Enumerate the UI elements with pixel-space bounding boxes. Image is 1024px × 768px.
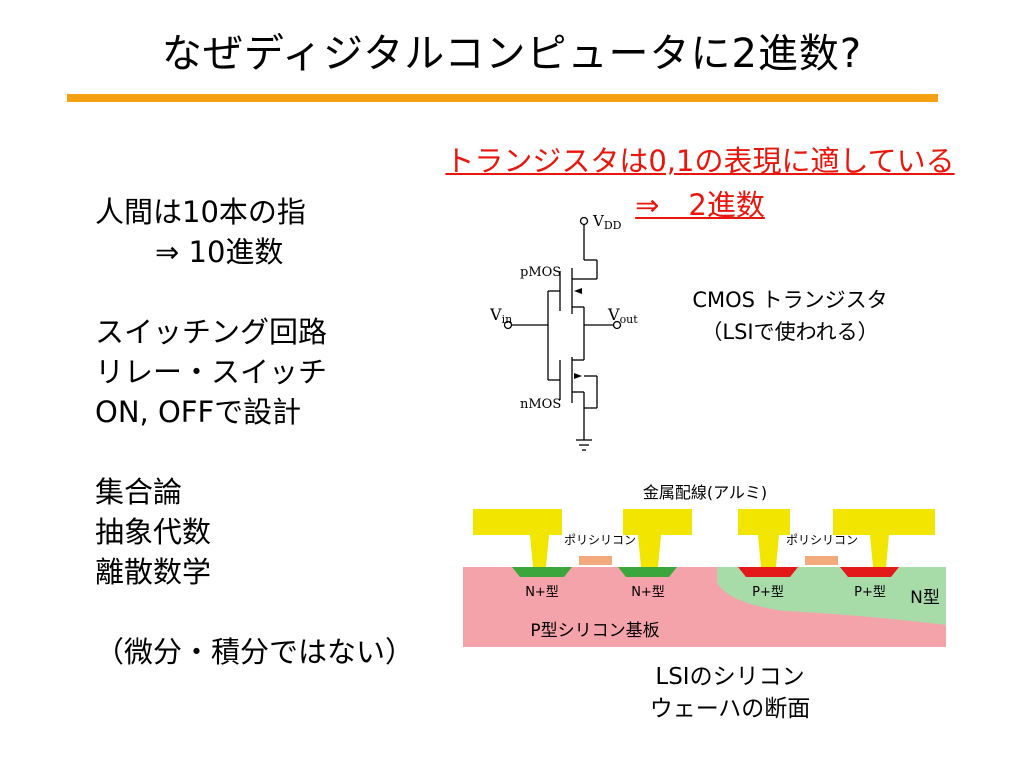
left-line-abstract-algebra: 抽象代数 — [95, 515, 212, 549]
cmos-label-line2: （LSIで使われる） — [701, 320, 879, 344]
metal-wiring-label: 金属配線(アルミ) — [643, 483, 767, 502]
spacer — [95, 592, 414, 632]
vin-subscript: in — [502, 313, 513, 326]
left-line-decimal: ⇒ 10進数 — [155, 235, 284, 269]
vdd-subscript: DD — [604, 219, 622, 232]
metal-contact-3 — [738, 509, 790, 567]
vout-subscript: out — [620, 313, 639, 326]
vin-label: V — [490, 305, 502, 324]
metal-contact-2 — [623, 509, 692, 567]
title-underline — [67, 94, 938, 102]
caption-line2: ウェーハの断面 — [649, 696, 811, 722]
cmos-inverter-diagram: VDD pMOS nMOS Vin Vout — [490, 212, 638, 451]
spacer — [95, 272, 414, 312]
nmos-label: nMOS — [520, 397, 561, 412]
n-plus-label-1: N+型 — [525, 585, 559, 600]
p-plus-region-1 — [738, 567, 798, 577]
n-plus-region-2 — [618, 567, 677, 577]
left-line-not-calculus: （微分・積分ではない） — [95, 635, 415, 669]
page-title: なぜディジタルコンピュータに2進数? — [161, 31, 863, 77]
red-statement-line2: ⇒ 2進数 — [635, 188, 765, 222]
left-line-fingers: 人間は10本の指 — [95, 195, 306, 229]
n-plus-region-1 — [512, 567, 572, 577]
metal-contact-1 — [473, 509, 562, 567]
left-line-relay-switch: リレー・スイッチ — [95, 355, 328, 389]
poly-label-left: ポリシリコン — [564, 533, 636, 547]
left-line-set-theory: 集合論 — [95, 475, 183, 509]
pmos-label: pMOS — [520, 265, 561, 280]
p-plus-label-2: P+型 — [854, 585, 886, 600]
caption-line1: LSIのシリコン — [655, 664, 805, 690]
n-well-label: N型 — [910, 588, 940, 608]
vdd-label: V — [592, 212, 605, 230]
left-text-block: 人間は10本の指 ⇒ 10進数 スイッチング回路 リレー・スイッチ ON, OF… — [95, 192, 414, 672]
poly-label-right: ポリシリコン — [786, 533, 858, 547]
metal-contact-4 — [833, 509, 935, 567]
cmos-label-line1: CMOS トランジスタ — [692, 288, 888, 312]
vout-label: V — [607, 305, 620, 324]
substrate-label: P型シリコン基板 — [530, 621, 659, 641]
svg-text:Vin: Vin — [490, 305, 512, 326]
wafer-cross-section: 金属配線(アルミ) ポリシリコン ポリシリコン N+型 N+型 P+型 P+型 … — [463, 483, 946, 647]
n-well — [717, 567, 946, 625]
red-statement-line1: トランジスタは0,1の表現に適している — [445, 144, 955, 178]
poly-gate-left — [579, 556, 612, 565]
spacer — [95, 432, 414, 472]
poly-gate-right — [805, 556, 838, 565]
pmos-arrow — [574, 288, 582, 294]
p-plus-region-2 — [840, 567, 899, 577]
left-line-on-off: ON, OFFで設計 — [95, 395, 302, 429]
left-line-discrete-math: 離散数学 — [95, 555, 212, 589]
svg-text:Vout: Vout — [607, 305, 638, 326]
p-plus-label-1: P+型 — [752, 585, 784, 600]
n-plus-label-2: N+型 — [631, 585, 665, 600]
nmos-arrow — [574, 373, 582, 379]
left-line-switching-circuit: スイッチング回路 — [95, 315, 328, 349]
svg-text:VDD: VDD — [592, 212, 622, 232]
